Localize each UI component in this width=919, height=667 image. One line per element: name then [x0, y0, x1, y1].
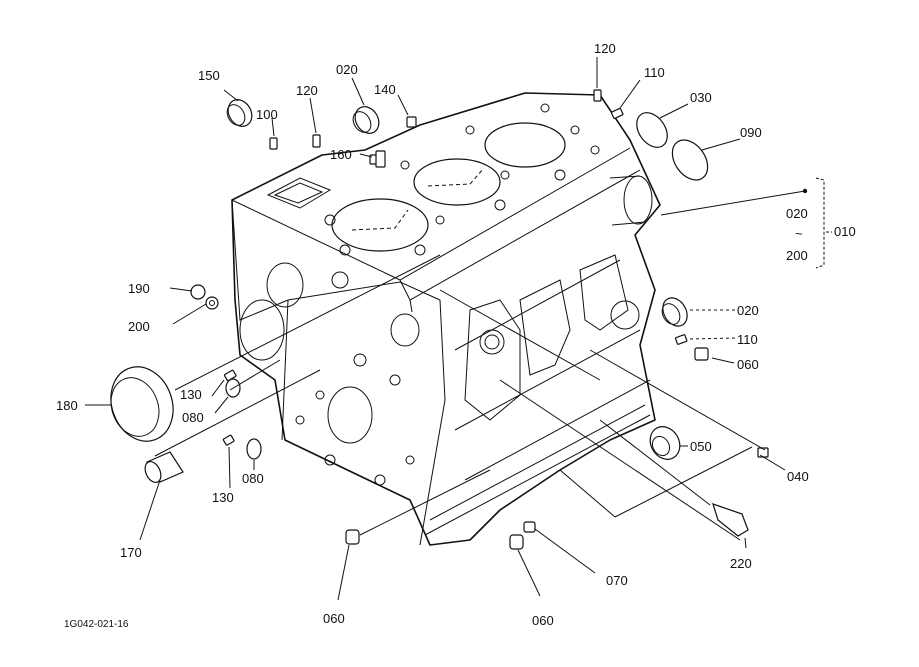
label-020-range-start: 020 [786, 206, 808, 221]
part-160-screw [369, 150, 386, 168]
label-090: 090 [740, 125, 762, 140]
part-190-plug [190, 284, 206, 300]
part-080-bushing-lower [246, 438, 262, 460]
label-220: 220 [730, 556, 752, 571]
part-110-pin-top [610, 107, 624, 120]
label-120-left: 120 [296, 83, 318, 98]
diagram-code: 1G042-021-16 [64, 619, 129, 630]
label-060-right: 060 [737, 357, 759, 372]
part-180-seal [110, 366, 174, 442]
part-130-pin-upper [223, 369, 237, 382]
part-090-ring [671, 139, 709, 181]
part-170-bushing [144, 451, 184, 483]
part-030-plug [636, 112, 668, 148]
part-140-plug [406, 116, 417, 128]
part-020-plug-right [661, 297, 688, 327]
cylinder-block [231, 92, 661, 546]
label-020-right: 020 [737, 303, 759, 318]
part-labels: 150 100 120 020 140 160 120 110 030 090 … [56, 41, 856, 630]
label-140: 140 [374, 82, 396, 97]
label-170: 170 [120, 545, 142, 560]
label-110-right: 110 [737, 332, 758, 347]
label-130-upper: 130 [180, 387, 202, 402]
part-060-plug-bottom-right [509, 534, 524, 550]
label-020-top: 020 [336, 62, 358, 77]
label-190: 190 [128, 281, 150, 296]
label-010: 010 [834, 224, 856, 239]
part-050-plug [649, 426, 681, 460]
part-200-washer [205, 296, 219, 310]
label-050: 050 [690, 439, 712, 454]
part-060-plug-bottom-left [345, 529, 360, 545]
label-100: 100 [256, 107, 278, 122]
label-160: 160 [330, 147, 352, 162]
label-040: 040 [787, 469, 809, 484]
label-200: 200 [128, 319, 150, 334]
part-110-pin-right [674, 334, 688, 345]
label-030: 030 [690, 90, 712, 105]
part-220-plug [712, 503, 749, 537]
label-130-lower: 130 [212, 490, 234, 505]
label-060-bottom-right: 060 [532, 613, 554, 628]
label-range-tilde: ~ [795, 226, 803, 241]
label-070: 070 [606, 573, 628, 588]
label-150: 150 [198, 68, 220, 83]
label-080-lower: 080 [242, 471, 264, 486]
part-100-pin [269, 137, 278, 150]
part-060-plug-right [694, 347, 709, 361]
label-200-range-end: 200 [786, 248, 808, 263]
part-120-pin-left [312, 134, 321, 148]
part-070-plug [523, 521, 536, 533]
label-120-right: 120 [594, 41, 616, 56]
part-130-pin-lower [222, 434, 235, 446]
label-080-upper: 080 [182, 410, 204, 425]
part-120-pin-right [593, 89, 602, 102]
label-060-bottom-left: 060 [323, 611, 345, 626]
label-110-top: 110 [644, 65, 665, 80]
part-150-plug [226, 99, 253, 127]
leader-lines [85, 57, 832, 601]
label-180: 180 [56, 398, 78, 413]
part-020-plug-top [352, 106, 380, 134]
